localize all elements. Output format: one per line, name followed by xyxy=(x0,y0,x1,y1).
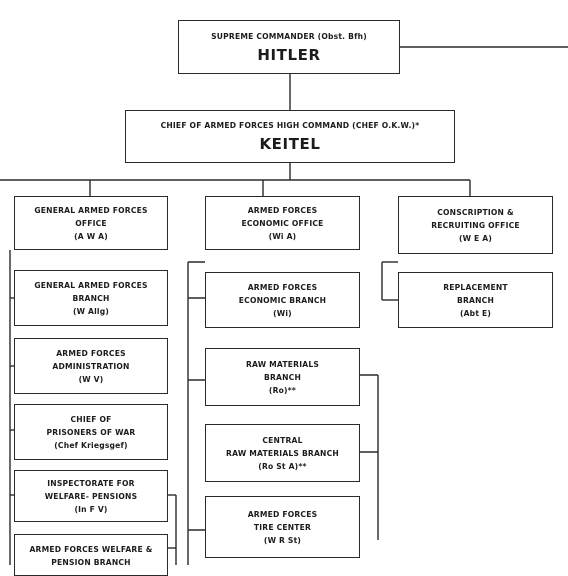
box-line: GENERAL ARMED FORCES xyxy=(34,205,148,215)
box-line: CENTRAL xyxy=(262,435,303,445)
box-line: (Abt E) xyxy=(459,308,492,318)
box-line: OFFICE xyxy=(75,218,107,228)
box-line: RAW MATERIALS BRANCH xyxy=(226,448,339,458)
wea-office-box: CONSCRIPTION & RECRUITING OFFICE (W E A) xyxy=(398,196,553,254)
box-line: (Wi A) xyxy=(268,231,297,241)
box-line: (Wi) xyxy=(273,308,292,318)
box-line: BRANCH xyxy=(457,295,494,305)
chief-okw-title: CHIEF OF ARMED FORCES HIGH COMMAND (CHEF… xyxy=(160,121,420,130)
box-line: ARMED FORCES xyxy=(56,348,126,358)
box-line: (Ro)** xyxy=(268,385,297,395)
box-line: ECONOMIC BRANCH xyxy=(238,295,327,305)
wia-branch-raw-materials-box: RAW MATERIALS BRANCH (Ro)** xyxy=(205,348,360,406)
wia-branch-central-raw-materials-box: CENTRAL RAW MATERIALS BRANCH (Ro St A)** xyxy=(205,424,360,482)
box-line: (Ro St A)** xyxy=(258,461,307,471)
awa-branch-welfare-box: ARMED FORCES WELFARE & PENSION BRANCH xyxy=(14,534,168,576)
awa-branch-general-box: GENERAL ARMED FORCES BRANCH (W Allg) xyxy=(14,270,168,326)
box-line: (W V) xyxy=(78,374,104,384)
box-line: GENERAL ARMED FORCES xyxy=(34,280,148,290)
box-line: TIRE CENTER xyxy=(253,522,312,532)
box-line: ARMED FORCES xyxy=(247,282,318,292)
box-line: (In F V) xyxy=(74,504,108,514)
box-line: (W R St) xyxy=(263,535,302,545)
wia-office-box: ARMED FORCES ECONOMIC OFFICE (Wi A) xyxy=(205,196,360,250)
supreme-commander-box: SUPREME COMMANDER (Obst. Bfh) HITLER xyxy=(178,20,400,74)
box-line: WELFARE- PENSIONS xyxy=(44,491,138,501)
box-line: ARMED FORCES WELFARE & xyxy=(29,545,153,554)
wia-branch-tire-center-box: ARMED FORCES TIRE CENTER (W R St) xyxy=(205,496,360,558)
box-line: ECONOMIC OFFICE xyxy=(241,218,324,228)
box-line: (W Allg) xyxy=(72,306,110,316)
box-line: ADMINISTRATION xyxy=(52,361,130,371)
box-line: BRANCH xyxy=(264,372,301,382)
chief-okw-box: CHIEF OF ARMED FORCES HIGH COMMAND (CHEF… xyxy=(125,110,455,163)
box-line: CHIEF OF xyxy=(70,414,112,424)
box-line: RECRUITING OFFICE xyxy=(431,220,520,230)
awa-branch-inspectorate-box: INSPECTORATE FOR WELFARE- PENSIONS (In F… xyxy=(14,470,168,522)
box-line: ARMED FORCES xyxy=(247,509,318,519)
box-line: PENSION BRANCH xyxy=(51,558,131,567)
awa-office-box: GENERAL ARMED FORCES OFFICE (A W A) xyxy=(14,196,168,250)
box-line: PRISONERS OF WAR xyxy=(46,427,136,437)
box-line: RAW MATERIALS xyxy=(245,359,320,369)
box-line: (Chef Kriegsgef) xyxy=(54,440,128,450)
awa-branch-prisoners-box: CHIEF OF PRISONERS OF WAR (Chef Kriegsge… xyxy=(14,404,168,460)
supreme-commander-name: HITLER xyxy=(257,45,321,64)
wea-branch-replacement-box: REPLACEMENT BRANCH (Abt E) xyxy=(398,272,553,328)
box-line: ARMED FORCES xyxy=(247,205,318,215)
wia-branch-economic-box: ARMED FORCES ECONOMIC BRANCH (Wi) xyxy=(205,272,360,328)
supreme-commander-title: SUPREME COMMANDER (Obst. Bfh) xyxy=(211,31,367,41)
box-line: REPLACEMENT xyxy=(443,282,508,292)
box-line: (A W A) xyxy=(74,231,108,241)
box-line: CONSCRIPTION & xyxy=(437,207,514,217)
chief-okw-name: KEITEL xyxy=(259,135,321,153)
awa-branch-administration-box: ARMED FORCES ADMINISTRATION (W V) xyxy=(14,338,168,394)
box-line: (W E A) xyxy=(458,233,493,243)
box-line: INSPECTORATE FOR xyxy=(47,478,135,488)
box-line: BRANCH xyxy=(72,293,110,303)
